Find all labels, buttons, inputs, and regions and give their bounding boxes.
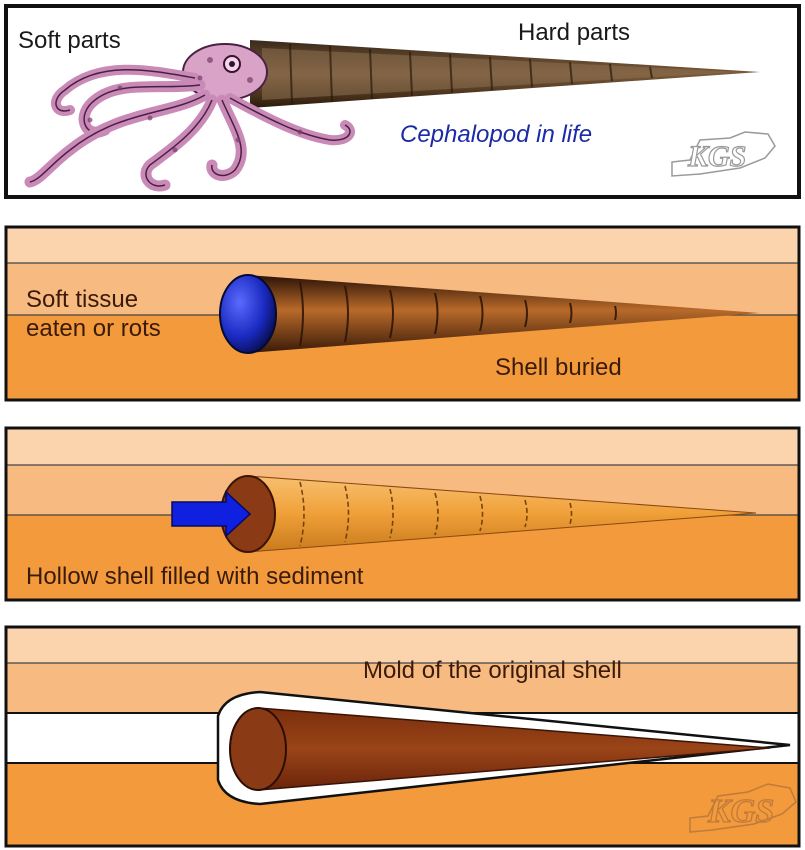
panel1-frame [6,6,799,197]
panel-mold: Mold of the original shell KGS [6,627,799,846]
soft-tissue-label-line2: eaten or rots [26,315,161,342]
shell-opening [220,275,276,353]
soft-tissue-label-line1: Soft tissue [26,286,138,313]
kgs-logo-text: KGS [687,140,746,173]
hard-parts-label: Hard parts [518,19,630,46]
mold-shell-opening [230,708,286,790]
kgs-logo-bottom-text: KGS [707,793,774,830]
panel-shell-buried: Soft tissue eaten or rots Shell buried [6,227,799,400]
soft-parts-label: Soft parts [18,27,121,54]
panel-shell-filled: Hollow shell filled with sediment [6,428,799,600]
shell-buried-label: Shell buried [495,354,622,381]
mold-label: Mold of the original shell [363,657,622,684]
panel-living-cephalopod: Soft parts Hard parts Cephalopod in life… [6,6,799,197]
filled-shell-label: Hollow shell filled with sediment [26,563,364,590]
cephalopod-caption: Cephalopod in life [400,121,592,148]
